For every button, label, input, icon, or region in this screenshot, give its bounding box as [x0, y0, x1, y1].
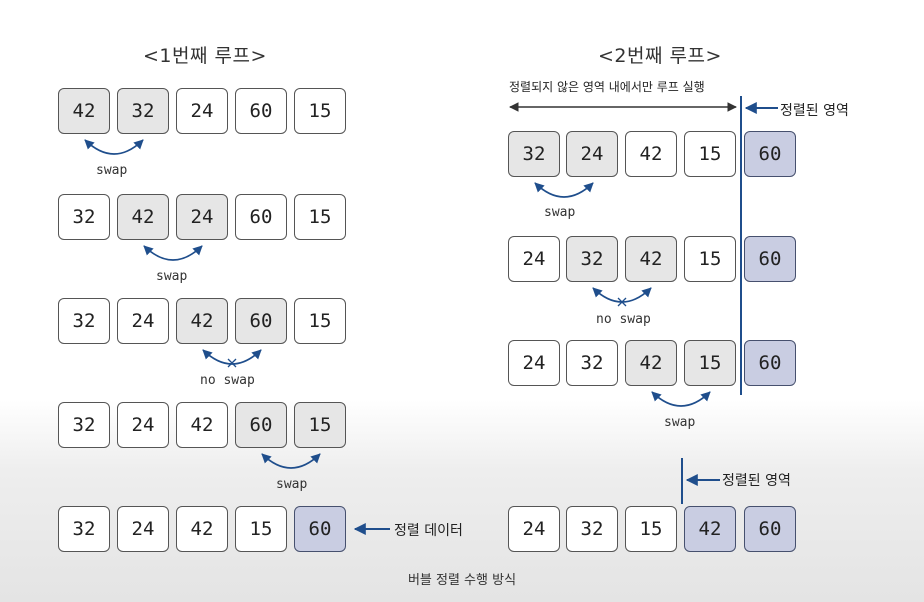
array-cell: 24: [508, 506, 560, 552]
array-cell: 15: [294, 298, 346, 344]
left-loop-title: <1번째 루프>: [143, 45, 267, 67]
array-cell: 24: [508, 236, 560, 282]
array-cell: 24: [117, 298, 169, 344]
array-cell: 15: [294, 88, 346, 134]
no-swap-arc: [202, 349, 262, 365]
swap-arc: [651, 391, 711, 407]
swap-arc: [261, 453, 321, 469]
array-cell: 32: [58, 298, 110, 344]
array-cell: 42: [625, 236, 677, 282]
sorted-cell: 60: [744, 236, 796, 282]
no-swap-arc: [592, 287, 652, 303]
array-cell: 60: [235, 88, 287, 134]
array-cell: 15: [294, 194, 346, 240]
array-cell: 15: [684, 340, 736, 386]
array-cell: 15: [684, 236, 736, 282]
array-cell: 32: [508, 131, 560, 177]
array-cell: 32: [566, 506, 618, 552]
no-swap-cross: [617, 297, 627, 307]
array-cell: 24: [117, 402, 169, 448]
sorted-cell: 60: [744, 506, 796, 552]
array-cell: 24: [176, 194, 228, 240]
array-cell: 15: [625, 506, 677, 552]
array-cell: 32: [58, 506, 110, 552]
sorted-cell: 60: [744, 340, 796, 386]
swap-label: swap: [276, 477, 308, 492]
sorted-data-annotation: 정렬 데이터: [394, 523, 463, 539]
swap-label: swap: [544, 205, 576, 220]
no-swap-label: no swap: [596, 312, 651, 327]
array-cell: 32: [58, 194, 110, 240]
array-cell: 42: [625, 131, 677, 177]
swap-arc: [143, 245, 203, 261]
array-cell: 15: [294, 402, 346, 448]
array-cell: 24: [117, 506, 169, 552]
no-swap-cross: [227, 358, 237, 368]
sorted-cell: 60: [744, 131, 796, 177]
swap-label: swap: [156, 269, 188, 284]
array-cell: 32: [566, 236, 618, 282]
array-cell: 42: [176, 506, 228, 552]
array-cell: 32: [58, 402, 110, 448]
array-cell: 60: [235, 194, 287, 240]
array-cell: 42: [176, 402, 228, 448]
figure-caption: 버블 정렬 수행 방식: [407, 573, 517, 588]
array-cell: 42: [176, 298, 228, 344]
array-cell: 42: [117, 194, 169, 240]
array-cell: 32: [566, 340, 618, 386]
sorted-cell: 42: [684, 506, 736, 552]
array-cell: 42: [625, 340, 677, 386]
range-annotation: 정렬되지 않은 영역 내에서만 루프 실행: [509, 80, 705, 94]
right-loop-title: <2번째 루프>: [598, 45, 722, 67]
array-cell: 32: [117, 88, 169, 134]
array-cell: 24: [176, 88, 228, 134]
no-swap-label: no swap: [200, 373, 255, 388]
array-cell: 24: [508, 340, 560, 386]
sorted-region-annotation: 정렬된 영역: [780, 103, 849, 119]
swap-arc: [84, 139, 144, 155]
sorted-cell: 60: [294, 506, 346, 552]
array-cell: 42: [58, 88, 110, 134]
array-cell: 15: [684, 131, 736, 177]
bottom-sorted-region-annotation: 정렬된 영역: [722, 473, 791, 489]
array-cell: 15: [235, 506, 287, 552]
array-cell: 24: [566, 131, 618, 177]
swap-label: swap: [664, 415, 696, 430]
array-cell: 60: [235, 402, 287, 448]
array-cell: 60: [235, 298, 287, 344]
swap-arc: [534, 182, 594, 198]
swap-label: swap: [96, 163, 128, 178]
